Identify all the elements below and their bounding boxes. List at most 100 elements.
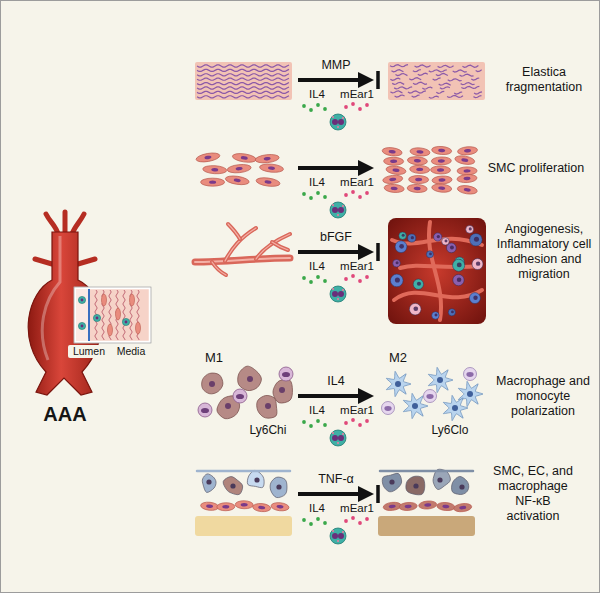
il4-dot [316,517,320,521]
smc-cell [431,157,451,166]
cell-nucleus [457,262,462,267]
cell-nucleus [445,239,448,242]
inflammatory-cell [470,233,483,246]
macrophage-cell [406,476,425,495]
endothelial-layer [197,470,290,473]
eosinophil-granule [342,433,344,435]
cell-nucleus [469,227,472,230]
macrophage-nucleus [247,376,253,382]
inhibition-bar [376,243,380,261]
blood-vessel [195,258,290,262]
eosinophil-granule [342,289,344,291]
matrix-band [378,516,475,536]
inflammatory-cell [390,274,403,287]
mear1-dot [358,279,362,283]
smc-cell [195,151,220,163]
cell-nucleus [437,235,440,238]
macrophage-nucleus [389,479,394,484]
mediator-label: bFGF [306,230,366,245]
il4-dot [316,191,320,195]
mear1-dot [344,193,348,197]
fragmented-fiber [390,78,400,80]
eosinophil-cell [330,286,346,302]
arrow-shaft [298,166,362,170]
m1-macrophage [273,379,292,403]
elastic-fiber [197,74,289,76]
il4-dot [323,521,327,525]
elastic-fiber [197,87,289,89]
smc-nucleus [442,505,449,509]
monocyte-nucleus [384,406,391,411]
inhibition-bar [376,71,380,89]
eosinophil-granule [332,288,334,290]
eosinophil-nucleus [96,317,99,320]
fragmented-fiber [476,70,482,72]
aorta-highlight [42,236,60,360]
elastica-band [388,62,485,100]
vessel-highlight [195,258,290,262]
smc-nucleus [416,150,423,154]
elastica-band [195,62,292,100]
macrophage-nucleus [452,405,458,411]
macrophage-cell [202,474,216,493]
smc-nucleus [461,158,468,163]
smc-cell [235,501,253,509]
macrophage-nucleus [413,483,418,488]
mear1-dot [344,277,348,281]
smc-cell [432,176,452,185]
cell-nucleus [457,277,462,282]
ly6c-lo-monocyte [382,402,395,415]
smc-cell [382,174,403,184]
fragmented-fiber [390,65,408,67]
il4-dot [309,522,313,526]
macrophage-nucleus [437,477,442,482]
arrow-shaft [298,250,362,254]
inflammatory-cell [408,234,416,242]
m2-macrophage [458,381,483,406]
smc-nucleus [438,178,445,182]
m1-macrophage [238,366,262,390]
mediator-label: IL4 [300,176,334,190]
inflammatory-cell [426,251,433,258]
monocyte-nucleus [236,394,244,399]
effect-label: Elastica fragmentation [494,65,594,95]
arrow-shaft [298,492,362,496]
fragmented-fiber [460,74,474,76]
macrophage-nucleus [279,387,285,393]
ly6c-hi-monocyte [233,389,247,403]
fragmented-fiber [412,95,420,97]
smc-nucleus [222,505,229,509]
mediator-label: mEar1 [336,502,378,516]
smc-nucleus [464,149,471,153]
mediator-label: IL4 [300,260,334,274]
cell-label: M2 [380,350,416,366]
inflammatory-cell [446,243,456,253]
mear1-dot [365,517,369,521]
il4-dot [302,192,306,196]
eosinophil-nucleus [332,435,338,441]
smc-cell [407,156,428,166]
smc-cell [256,176,281,187]
fragmented-fiber [429,70,447,72]
inflammatory-cell [409,303,421,315]
il4-dot [309,196,313,200]
macrophage-nucleus [209,381,215,387]
eosinophil-granule [337,214,339,216]
fragmented-fiber [429,96,439,98]
mediator-label: mEar1 [336,260,378,274]
smc-cell [418,500,437,509]
eosinophil-granule [342,205,344,207]
effect-label: SMC proliferation [484,161,588,176]
eosinophil-nucleus [81,299,84,302]
fragmented-fiber [474,92,482,94]
smc-nucleus [389,177,396,181]
cell-label: Ly6Clo [418,423,482,437]
smc-nucleus [437,168,444,172]
ly6c-hi-monocyte [279,367,293,381]
fragmented-fiber [408,91,426,93]
eosinophil-granule [337,442,339,444]
smc-nucleus [463,177,470,181]
smc-cell [225,175,250,186]
